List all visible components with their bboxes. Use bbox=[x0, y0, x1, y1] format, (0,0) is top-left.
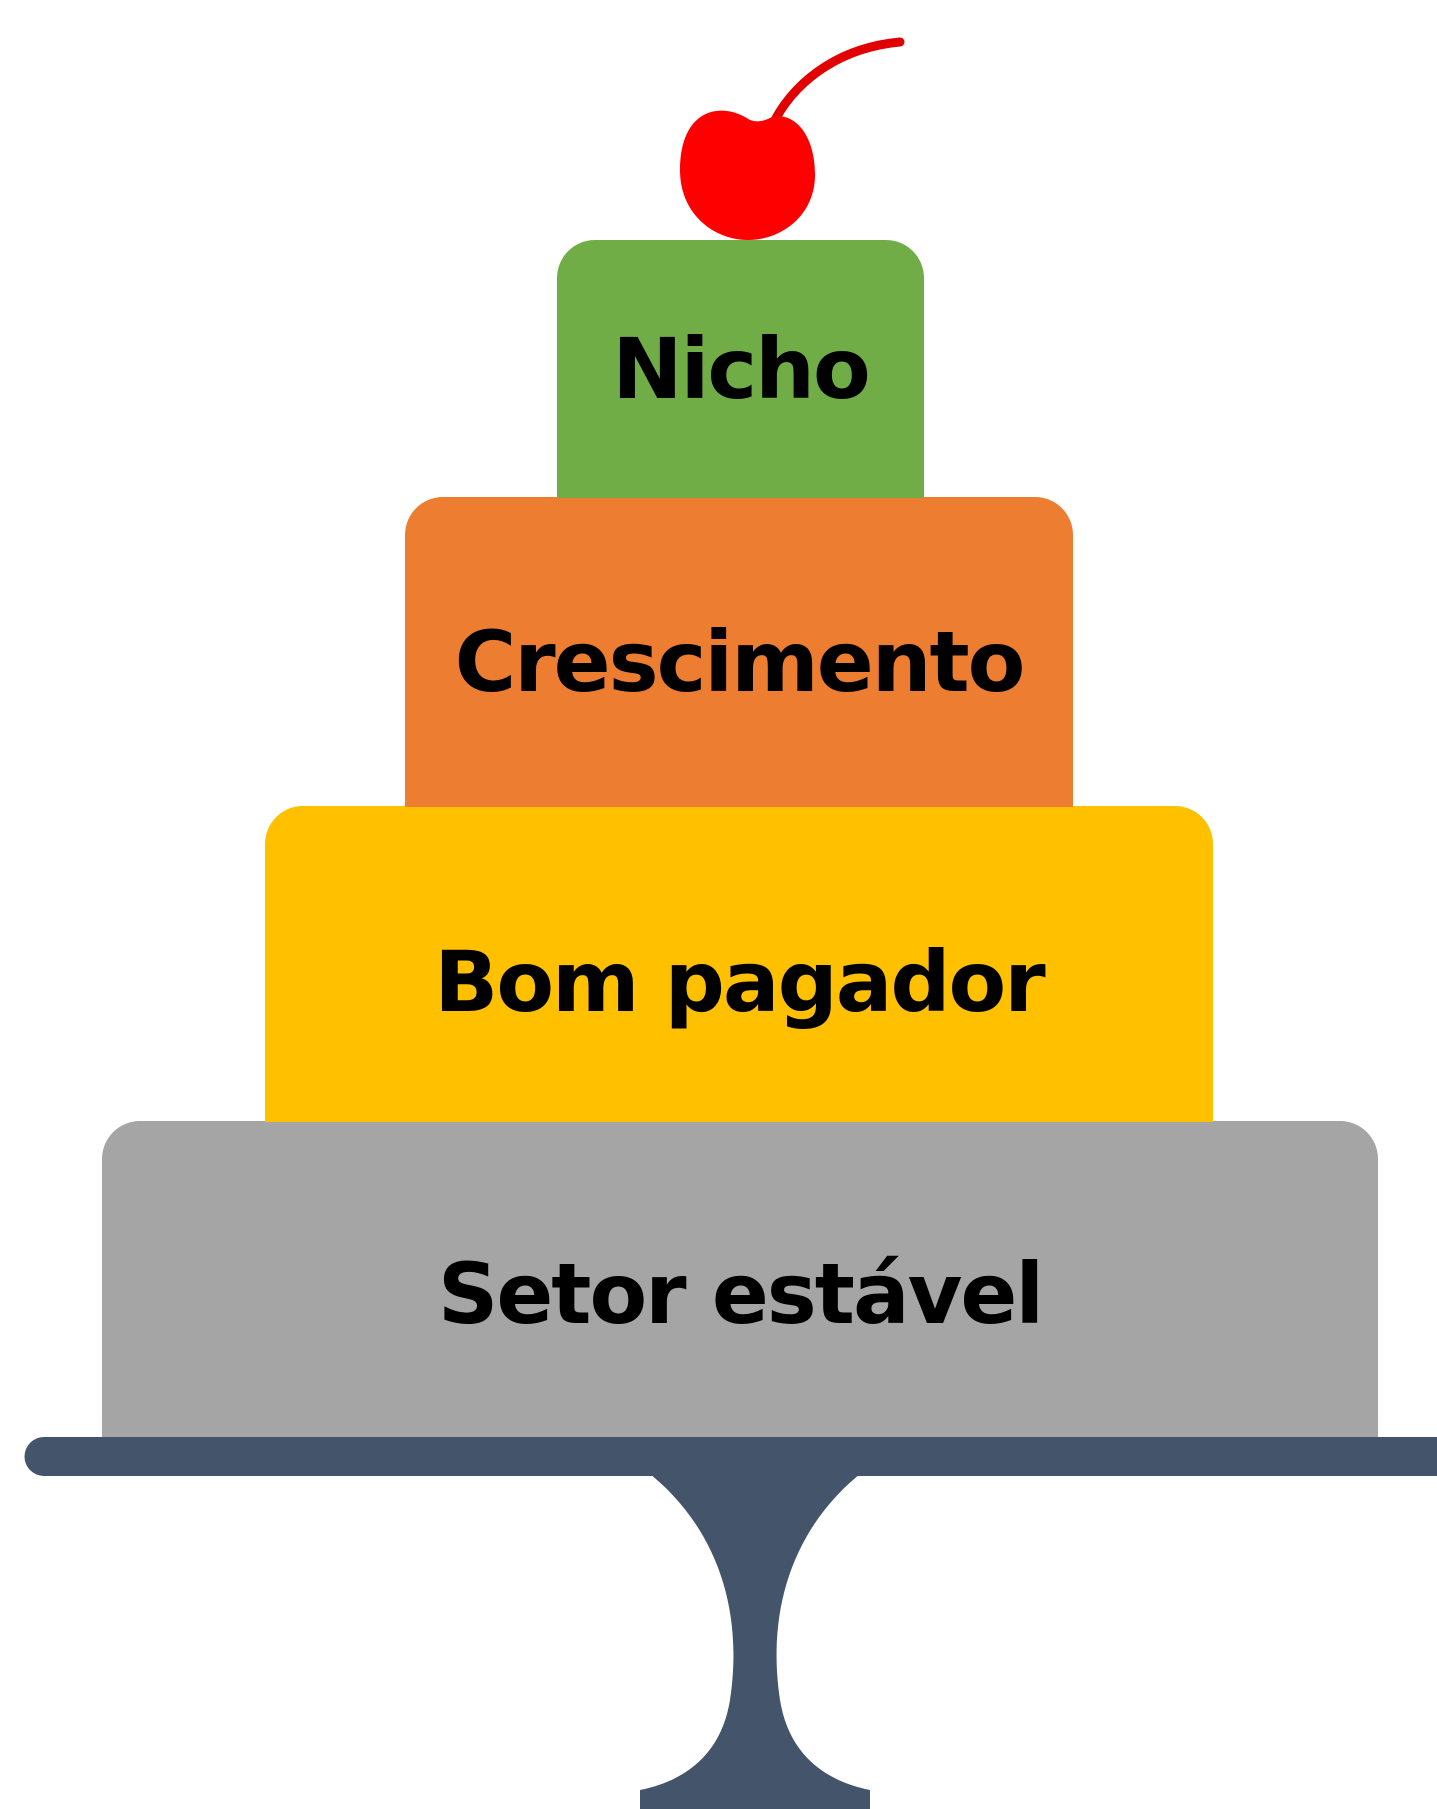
stand-plate bbox=[24, 1437, 1437, 1476]
cherry-stem bbox=[765, 37, 905, 135]
tier-bottom: Setor estável bbox=[102, 1121, 1378, 1437]
stand-pedestal bbox=[640, 1470, 870, 1809]
tier-label-crescimento: Crescimento bbox=[454, 613, 1026, 711]
tier-second: Crescimento bbox=[405, 497, 1073, 807]
tier-top: Nicho bbox=[557, 240, 924, 498]
tier-label-setor-estavel: Setor estável bbox=[437, 1245, 1044, 1343]
tier-label-bom-pagador: Bom pagador bbox=[434, 932, 1045, 1031]
tier-third: Bom pagador bbox=[265, 806, 1213, 1122]
cherry-body bbox=[680, 110, 815, 241]
tier-label-nicho: Nicho bbox=[612, 320, 870, 418]
